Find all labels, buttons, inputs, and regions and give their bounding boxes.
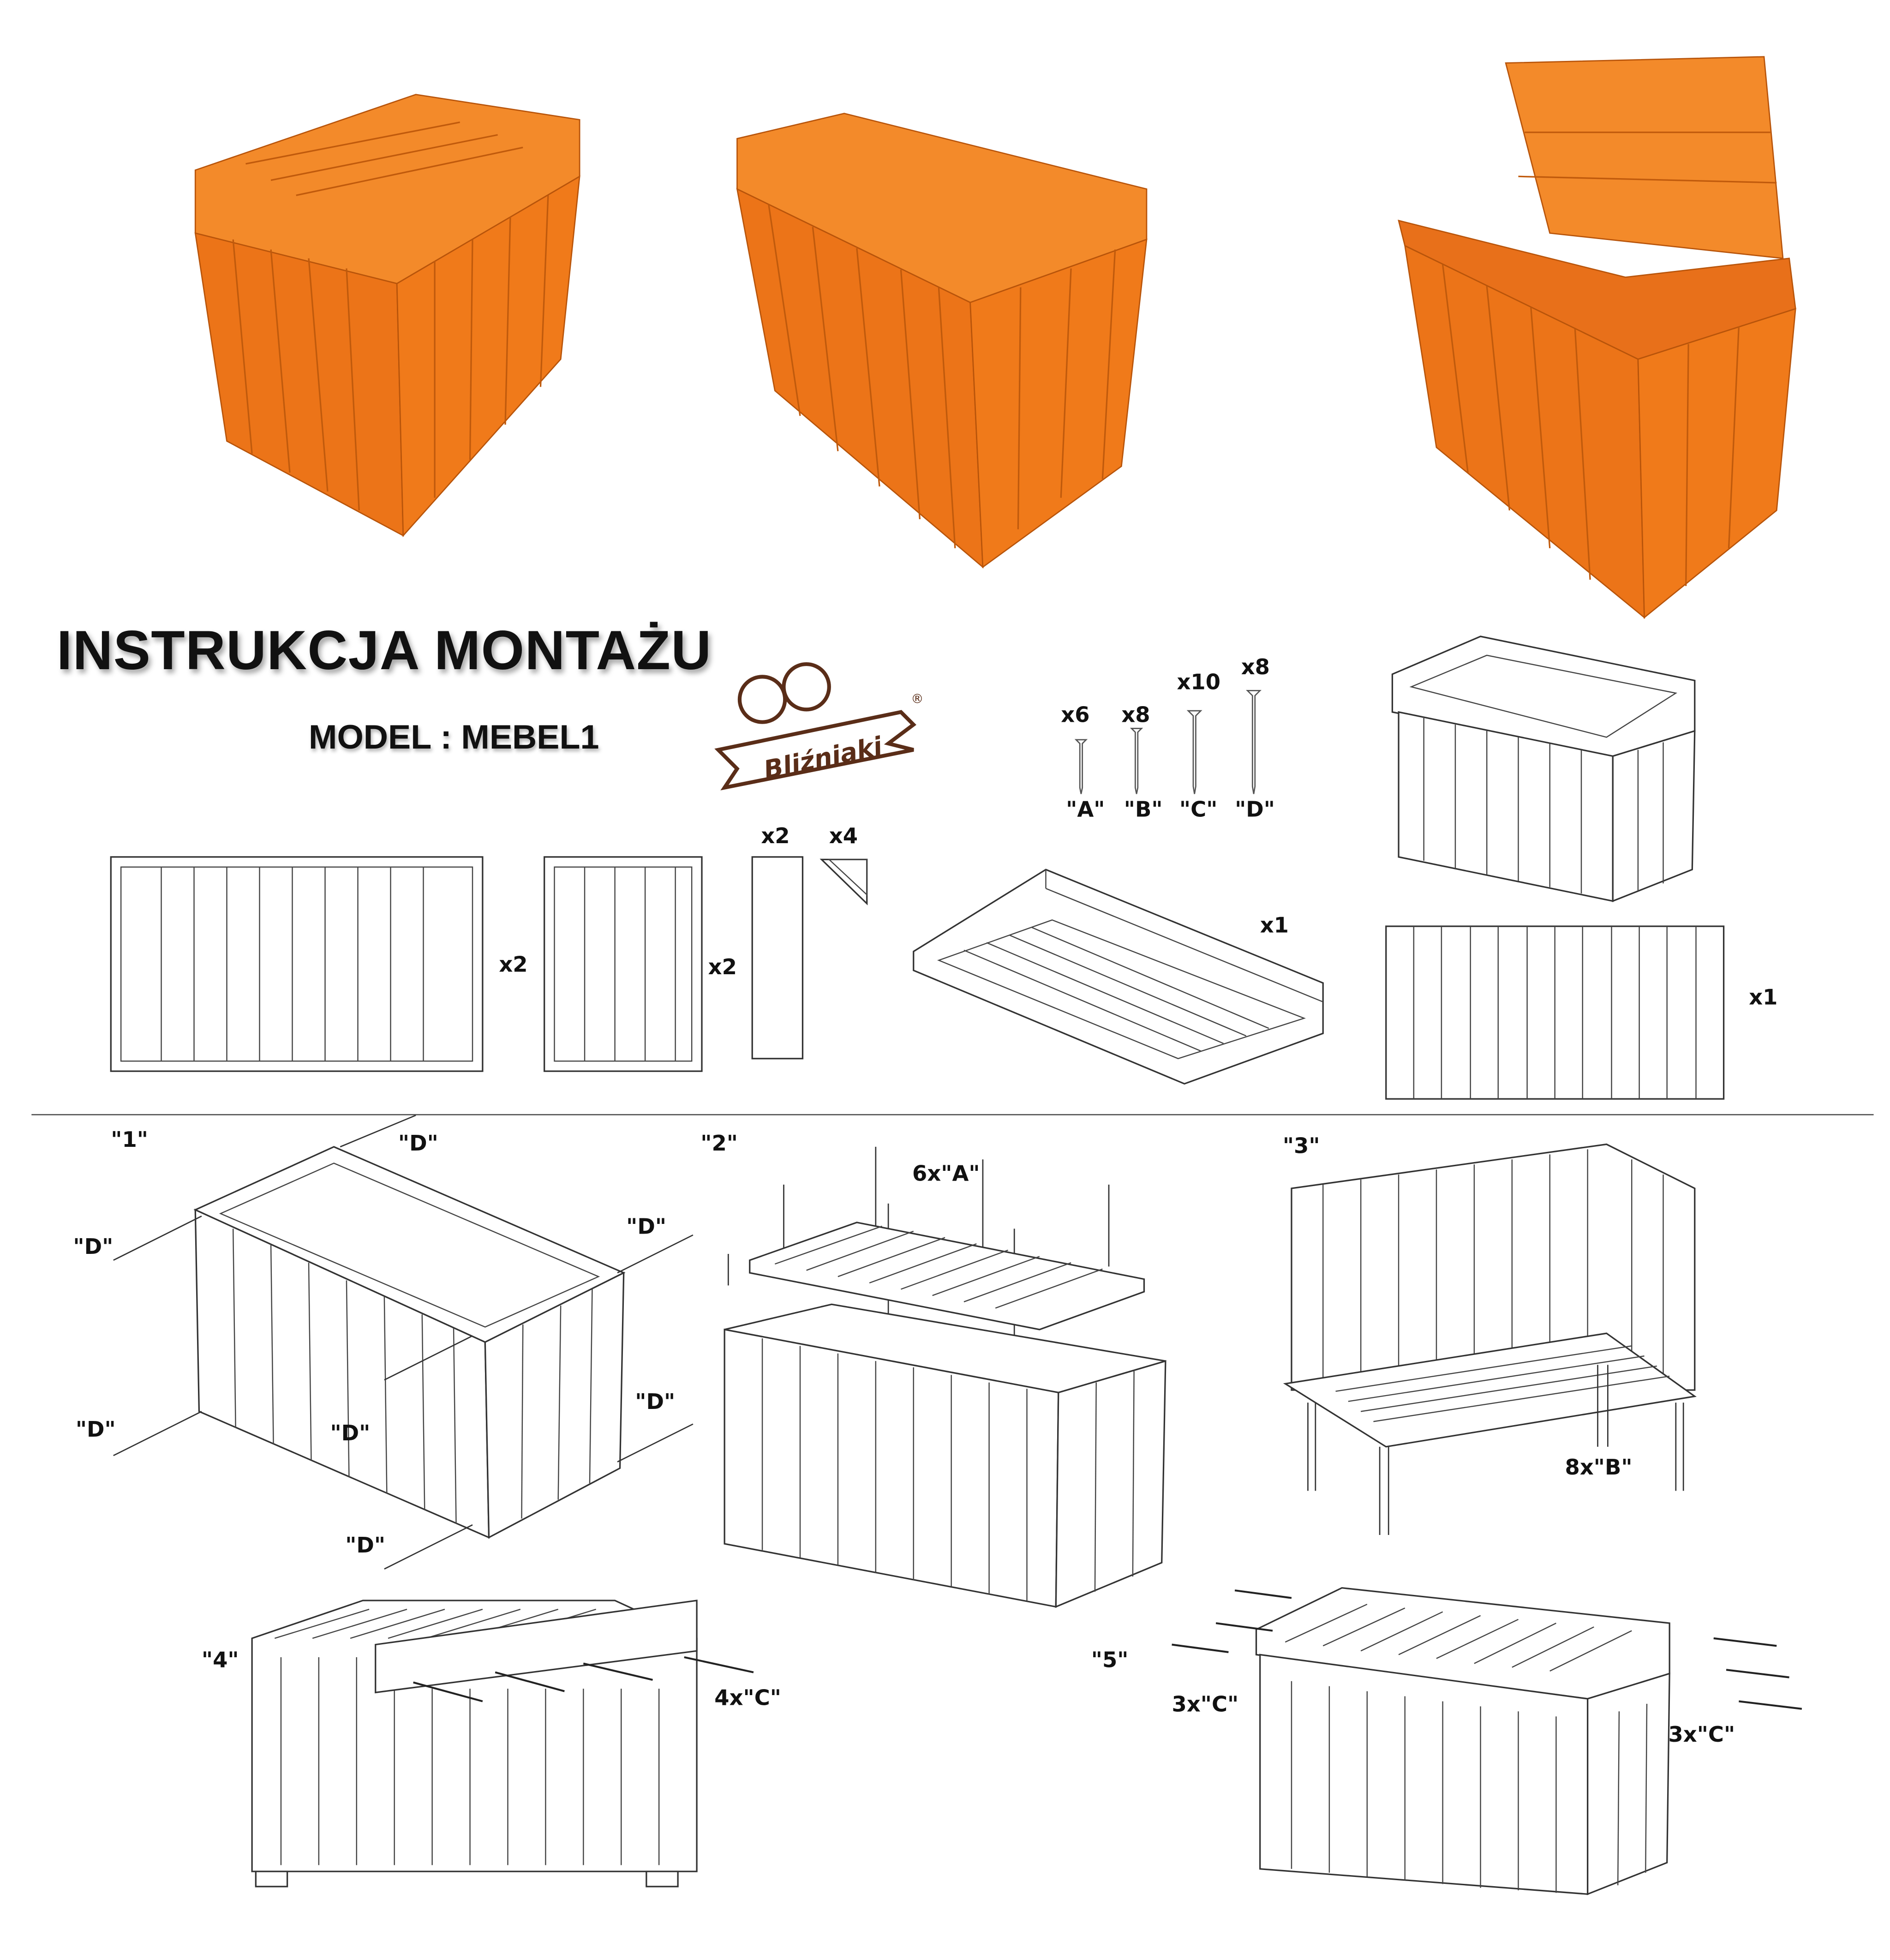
long-panel-qty: x2 (499, 953, 528, 978)
lid-tray-part (913, 869, 1324, 1085)
model-name: MODEL : MEBEL1 (309, 718, 599, 756)
step-5-screw-right-label: 3x"C" (1668, 1722, 1735, 1748)
step-5-screw-lines (1172, 1589, 1802, 1710)
screw-c-label: "C" (1179, 797, 1218, 823)
leg-board-qty: x2 (761, 824, 790, 850)
corner-block (819, 858, 868, 905)
screw-d-qty: x8 (1241, 655, 1270, 681)
screw-c-icon (1186, 710, 1202, 794)
step-2-drawing (724, 1146, 1166, 1608)
step-1-frame-drawing (193, 1146, 626, 1539)
svg-text:®: ® (911, 692, 923, 707)
brand-logo: Bliźniaki ® (714, 662, 924, 791)
step-3-screw-label: 8x"B" (1565, 1455, 1633, 1481)
screw-a-icon (1074, 739, 1088, 794)
step-3-drawing (1283, 1143, 1697, 1535)
screw-b-qty: x8 (1121, 703, 1150, 729)
screw-b-icon (1130, 727, 1143, 794)
screw-icons (1074, 690, 1262, 794)
step-1-screw-d-label: "D" (330, 1421, 371, 1447)
step-1-screw-d-label: "D" (75, 1418, 116, 1443)
screw-a-qty: x6 (1061, 703, 1090, 729)
assembled-box-drawing (1391, 635, 1696, 902)
step-1-screw-d-label: "D" (345, 1534, 386, 1559)
screw-c-qty: x10 (1177, 670, 1221, 696)
back-panel-part (1385, 925, 1725, 1100)
corner-block-qty: x4 (829, 824, 858, 850)
step-2-screw-label: 6x"A" (912, 1162, 980, 1187)
step-5-screw-left-label: 3x"C" (1172, 1692, 1239, 1718)
short-panel-qty: x2 (708, 955, 737, 981)
product-photo-closed-front (736, 113, 1148, 569)
leg-board (751, 856, 804, 1060)
section-divider (31, 1114, 1874, 1115)
product-photo-open-lid (1398, 56, 1796, 619)
step-1-label: "1" (111, 1127, 148, 1153)
step-4-screw-label: 4x"C" (714, 1686, 781, 1712)
step-5-drawing (1255, 1587, 1670, 1895)
product-photo-closed-side (194, 94, 580, 538)
step-5-label: "5" (1091, 1648, 1129, 1674)
step-2-label: "2" (700, 1132, 738, 1157)
step-1-screw-d-label: "D" (635, 1390, 676, 1415)
screw-d-icon (1246, 690, 1262, 794)
step-1-screw-lines (113, 1115, 694, 1570)
back-panel-qty: x1 (1749, 985, 1778, 1011)
screw-a-label: "A" (1066, 797, 1105, 823)
step-4-drawing (251, 1600, 754, 1888)
short-side-panel (544, 856, 703, 1072)
step-1-screw-d-label: "D" (73, 1235, 114, 1260)
long-side-panel (110, 856, 484, 1072)
step-4-label: "4" (201, 1648, 239, 1674)
step-3-label: "3" (1282, 1134, 1320, 1160)
step-1-screw-d-label: "D" (626, 1215, 667, 1241)
screw-d-label: "D" (1235, 797, 1275, 823)
page-title: INSTRUKCJA MONTAŻU (56, 620, 712, 682)
screw-b-label: "B" (1124, 797, 1163, 823)
step-1-screw-d-label: "D" (398, 1132, 438, 1157)
lid-tray-qty: x1 (1260, 913, 1289, 939)
